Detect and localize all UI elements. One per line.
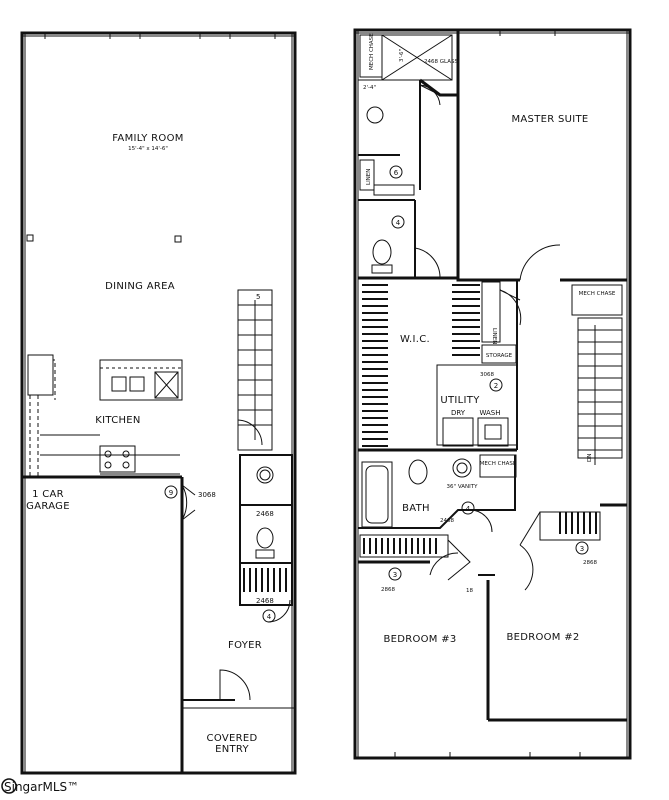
kitchen-range <box>99 445 136 473</box>
garage-door-size: 3068 <box>198 491 216 499</box>
bath-label: BATH <box>402 503 430 514</box>
mech-chase-right: MECH CHASE <box>579 291 616 297</box>
bedroom2-label: BEDROOM #2 <box>506 632 579 643</box>
mech-chase-utility: MECH CHASE <box>480 461 517 467</box>
utility-label: UTILITY <box>440 395 480 406</box>
kitchen-island <box>99 359 183 401</box>
first-floor-stair <box>237 289 273 451</box>
stair-dn-label: DN <box>587 454 593 462</box>
tag-4-first: 4 <box>262 609 276 623</box>
mls-watermark: SingarMLS™ <box>1 778 79 794</box>
covered-entry-line1: COVERED <box>207 733 258 744</box>
svg-text:4: 4 <box>267 613 272 621</box>
bed2-door-size: 2868 <box>583 560 597 566</box>
storage-door-size: 3068 <box>480 372 494 378</box>
shower-dimension: 3'-6" <box>399 49 405 62</box>
bedroom3-label: BEDROOM #3 <box>383 634 456 645</box>
garage-label-line2: GARAGE <box>26 501 70 512</box>
first-floor-plan <box>20 31 297 775</box>
dining-area-label: DINING AREA <box>105 281 175 292</box>
dim-2-4: 2'-4" <box>363 85 376 91</box>
tag-2: 2 <box>489 378 503 392</box>
tag-4-bath: 4 <box>461 501 475 515</box>
linen-mid: LINEN <box>491 328 497 344</box>
tag-3-bed2: 3 <box>575 541 589 555</box>
foyer-label: FOYER <box>228 640 262 651</box>
bed3-door-size: 2868 <box>381 587 395 593</box>
half-bath-door-size: 2468 <box>256 510 274 518</box>
svg-text:3: 3 <box>580 545 584 553</box>
second-floor-outer-wall <box>353 28 632 760</box>
family-room-dims: 15'-4" x 14'-6" <box>128 146 168 152</box>
closet-door-size: 2468 <box>256 597 274 605</box>
covered-entry-line2: ENTRY <box>215 744 249 755</box>
svg-text:6: 6 <box>394 169 399 177</box>
master-suite-label: MASTER SUITE <box>511 114 588 125</box>
mech-chase-top: MECH CHASE <box>369 33 375 70</box>
svg-text:3: 3 <box>393 571 397 579</box>
linen-upper: LINEN <box>366 169 372 185</box>
bath-door-size: 2468 <box>440 518 454 524</box>
shower-door-size: 2468 GLASS <box>424 59 458 65</box>
first-floor-outer-wall <box>20 31 297 775</box>
tag-3-bed3: 3 <box>388 567 402 581</box>
family-room-label: FAMILY ROOM <box>112 133 183 144</box>
tag-9: 9 <box>164 485 178 499</box>
wash-label: WASH <box>479 409 500 417</box>
svg-text:2: 2 <box>494 382 498 390</box>
dry-label: DRY <box>451 409 466 417</box>
svg-text:SingarMLS™: SingarMLS™ <box>4 780 79 794</box>
tag-4-upper: 4 <box>391 215 405 229</box>
num-18: 18 <box>466 588 473 594</box>
garage-label-line1: 1 CAR <box>32 489 64 500</box>
svg-text:4: 4 <box>466 505 471 513</box>
storage-label: STORAGE <box>486 353 513 359</box>
kitchen-label: KITCHEN <box>95 415 140 426</box>
stair-number: 5 <box>256 293 260 301</box>
second-floor-stair <box>571 284 623 465</box>
second-floor-plan <box>353 28 632 760</box>
wic-label: W.I.C. <box>400 334 430 345</box>
tag-6: 6 <box>389 165 403 179</box>
svg-text:9: 9 <box>169 489 173 497</box>
vanity-label: 36" VANITY <box>447 484 479 490</box>
svg-text:4: 4 <box>396 219 401 227</box>
